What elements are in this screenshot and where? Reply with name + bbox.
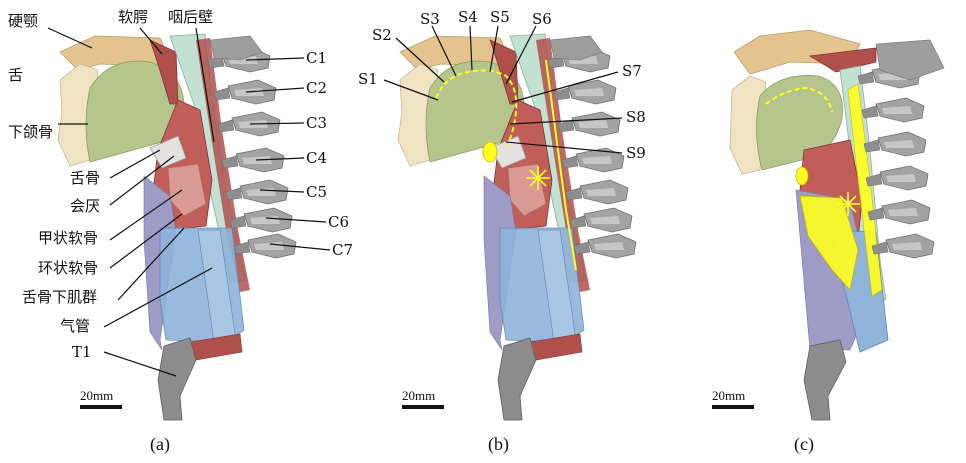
label-s3: S3 [420,10,440,28]
mandible-shape-c [729,75,767,175]
burst-marker [526,166,550,190]
scale-bar-b [402,405,444,409]
label-c6: C6 [328,213,349,231]
hyoid-shape-b [489,135,527,169]
skull-occiput-shape [209,35,263,61]
soft-palate-shape [149,39,179,105]
caption-a: (a) [150,434,170,455]
panel-a-leaders [47,27,331,377]
panel-c: 20mm (c) [712,29,945,455]
label-s9: S9 [626,144,646,162]
sensor-path-c [765,86,833,113]
panel-a: 硬颚 软腭 咽后壁 舌 下颌骨 舌骨 会厌 甲状软骨 环状软骨 舌骨下肌群 气管… [8,8,353,455]
panel-b: S1 S2 S3 S4 S5 S6 S7 S8 S9 20mm (b) [358,8,646,455]
hyoid-highlight [482,141,498,163]
posterior-yellow-c [847,83,883,297]
label-hard-palate: 硬颚 [8,12,38,30]
label-c3: C3 [306,114,327,132]
label-c7: C7 [332,241,353,259]
hyoid-highlight-c [795,166,809,186]
label-c5: C5 [306,183,327,201]
scale-bar-label-a: 20mm [80,388,113,403]
label-s5: S5 [490,8,510,26]
caption-c: (c) [794,434,814,455]
label-tongue: 舌 [8,66,23,84]
label-thyroid-cartilage: 甲状软骨 [38,229,98,247]
label-s7: S7 [622,62,642,80]
label-mandible: 下颌骨 [8,123,53,141]
skull-occiput-shape-c [875,39,945,81]
t1-shape-b [497,337,537,421]
label-pharyngeal-wall: 咽后壁 [168,8,213,26]
label-epiglottis: 会厌 [70,197,100,215]
label-s8: S8 [626,108,646,126]
label-infrahyoid-muscles: 舌骨下肌群 [22,288,97,306]
label-c4: C4 [306,149,327,167]
label-soft-palate: 软腭 [118,8,148,26]
label-s4: S4 [458,8,478,26]
panel-b-leaders [383,25,623,154]
label-hyoid: 舌骨 [70,169,100,187]
t1-shape-c [803,339,847,421]
label-c1: C1 [306,49,327,67]
posterior-highlight [545,59,577,271]
soft-palate-shape-b [489,39,519,105]
label-c2: C2 [306,79,327,97]
thyroid-cartilage-shape [167,163,207,217]
scale-bar-label-c: 20mm [712,388,745,403]
t1-shape [157,337,197,421]
scale-bar-label-b: 20mm [402,388,435,403]
scale-bar-c [712,405,754,409]
skull-occiput-shape-b [549,35,603,61]
label-cricoid-cartilage: 环状软骨 [38,259,98,277]
label-s1: S1 [358,70,378,88]
caption-b: (b) [488,434,509,455]
label-trachea: 气管 [60,317,90,335]
hyoid-shape [149,135,187,169]
label-s6: S6 [532,10,552,28]
label-t1: T1 [72,343,92,361]
scale-bar-a [80,405,122,409]
burst-marker-c [836,192,860,216]
label-s2: S2 [372,26,392,44]
